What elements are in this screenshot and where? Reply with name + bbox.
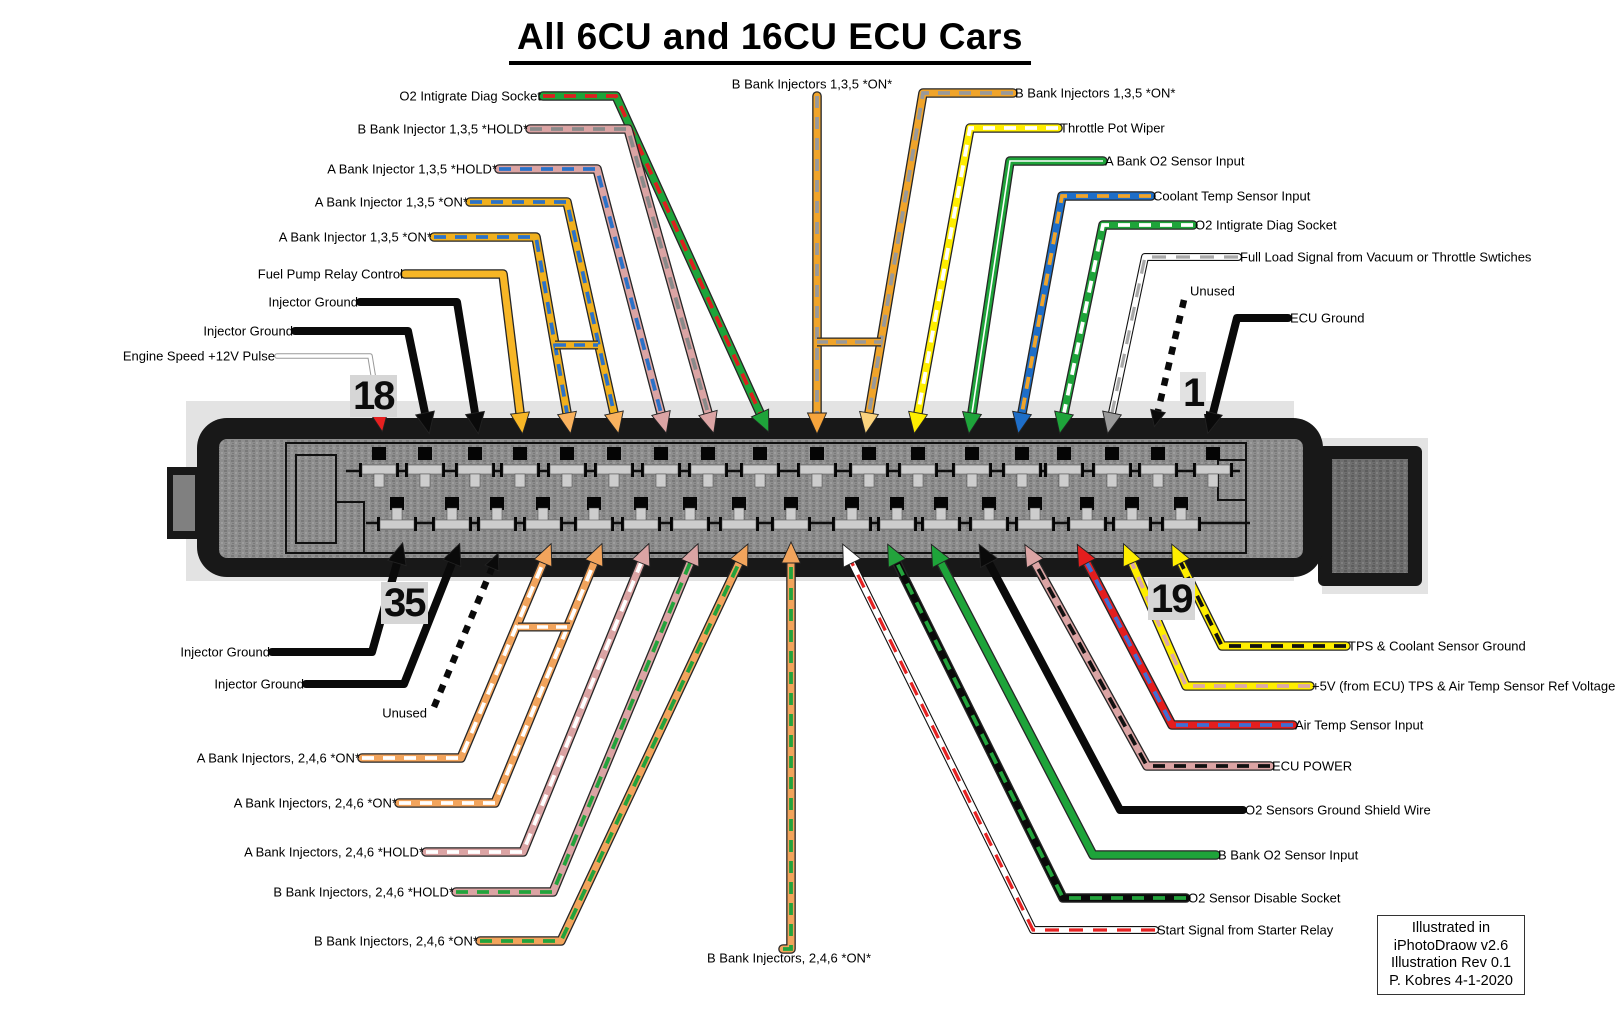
unused-bottom-wire	[431, 552, 500, 709]
full-load-signal-label: Full Load Signal from Vacuum or Throttle…	[1240, 249, 1532, 265]
a-bank-hold-246-wire	[421, 542, 651, 857]
b-bank-on-246-center-label: B Bank Injectors, 2,4,6 *ON*	[706, 950, 872, 966]
b-bank-on-246-left-wire	[475, 543, 749, 946]
b-bank-on-135-center-wire	[806, 91, 828, 436]
injector-ground-2-wire	[291, 327, 435, 435]
credit-line: Illustration Rev 0.1	[1390, 955, 1512, 971]
o2-sensor-disable-label: O2 Sensor Disable Socket	[1188, 890, 1341, 906]
injector-ground-1-wire	[356, 298, 485, 435]
b-bank-on-135-right-wire	[859, 88, 1018, 435]
air-temp-input-label: Air Temp Sensor Input	[1295, 717, 1424, 733]
ecu-ground-wire	[1203, 314, 1292, 435]
a-bank-on-135-1-label: A Bank Injector 1,3,5 *ON*	[314, 194, 468, 210]
b-bank-on-135-center-label: B Bank Injectors 1,3,5 *ON*	[731, 76, 893, 92]
b-bank-on-135-right-label: B Bank Injectors 1,3,5 *ON*	[1015, 85, 1176, 101]
tps-coolant-ground-wire	[1171, 543, 1351, 651]
injector-ground-4-label: Injector Ground	[214, 676, 304, 692]
diagram-title: All 6CU and 16CU ECU Cars	[509, 16, 1031, 65]
b-bank-on-246-left-label: B Bank Injectors, 2,4,6 *ON*	[313, 933, 478, 949]
b-bank-o2-input-wire	[930, 543, 1221, 860]
fuel-pump-relay-wire	[400, 269, 531, 435]
unused-top-label: Unused	[1190, 283, 1235, 299]
credit-line: P. Kobres 4-1-2020	[1389, 972, 1513, 989]
a-bank-hold-246-label: A Bank Injectors, 2,4,6 *HOLD*	[244, 844, 424, 860]
a-bank-on-246-1-wire	[357, 542, 553, 763]
a-bank-on-246-2-wire	[394, 542, 604, 808]
a-bank-o2-input-wire	[961, 156, 1108, 435]
a-bank-on-135-1-wire	[465, 197, 624, 435]
a-bank-on-246-2-label: A Bank Injectors, 2,4,6 *ON*	[233, 795, 397, 811]
o2-sensor-disable-wire	[887, 543, 1191, 903]
credit-line: iPhotoDraow v2.6	[1393, 937, 1509, 954]
b-bank-hold-246-label: B Bank Injectors, 2,4,6 *HOLD*	[273, 884, 454, 900]
injector-ground-2-label: Injector Ground	[203, 323, 293, 339]
a-bank-on-135-2-label: A Bank Injector 1,3,5 *ON*	[278, 229, 432, 245]
a-bank-on-135-2-wire	[429, 232, 577, 435]
b-bank-hold-135-wire	[525, 124, 718, 435]
o2-diag-socket-right-label: O2 Intigrate Diag Socket	[1195, 217, 1337, 233]
injector-ground-4-wire	[302, 542, 462, 688]
pin-number-18: 18	[350, 375, 397, 417]
pin-number-35: 35	[381, 582, 428, 624]
o2-ground-shield-wire	[978, 543, 1247, 814]
start-signal-wire	[842, 543, 1159, 934]
unused-bottom-label: Unused	[382, 705, 427, 721]
b-bank-o2-input-label: B Bank O2 Sensor Input	[1218, 847, 1359, 863]
o2-diag-socket-right-wire	[1054, 220, 1198, 435]
tps-coolant-ground-label: TPS & Coolant Sensor Ground	[1348, 638, 1526, 654]
throttle-pot-wiper-label: Throttle Pot Wiper	[1060, 120, 1165, 136]
o2-diag-socket-left-label: O2 Intigrate Diag Socket	[399, 88, 541, 104]
engine-speed-pulse-label: Engine Speed +12V Pulse	[122, 348, 275, 364]
air-temp-input-wire	[1076, 543, 1298, 730]
o2-diag-socket-left-wire	[538, 91, 770, 434]
b-bank-hold-135-label: B Bank Injector 1,3,5 *HOLD*	[357, 121, 528, 137]
injector-ground-3-label: Injector Ground	[180, 644, 270, 660]
b-bank-hold-246-wire	[451, 542, 700, 897]
pin-number-19: 19	[1148, 578, 1195, 620]
coolant-temp-input-label: Coolant Temp Sensor Input	[1153, 188, 1311, 204]
a-bank-on-246-1-label: A Bank Injectors, 2,4,6 *ON*	[196, 750, 360, 766]
pin-number-1: 1	[1180, 372, 1207, 414]
b-bank-on-246-center-wire	[778, 540, 802, 954]
a-bank-hold-135-wire	[494, 164, 671, 435]
start-signal-label: Start Signal from Starter Relay	[1157, 922, 1334, 938]
unused-top-wire	[1150, 299, 1188, 428]
credit-box: Illustrated in iPhotoDraow v2.6 Illustra…	[1377, 915, 1525, 995]
ecu-power-wire	[1024, 543, 1275, 771]
throttle-pot-wiper-wire	[908, 123, 1063, 435]
tps-ref-voltage-label: +5V (from ECU) TPS & Air Temp Sensor Ref…	[1312, 678, 1616, 694]
a-bank-o2-input-label: A Bank O2 Sensor Input	[1105, 153, 1245, 169]
ecu-ground-label: ECU Ground	[1290, 310, 1365, 326]
coolant-temp-input-wire	[1012, 191, 1156, 435]
full-load-signal-wire	[1102, 253, 1242, 435]
fuel-pump-relay-label: Fuel Pump Relay Control	[257, 266, 403, 282]
o2-ground-shield-label: O2 Sensors Ground Shield Wire	[1245, 802, 1431, 818]
credit-line: Illustrated in	[1411, 920, 1491, 936]
injector-ground-1-label: Injector Ground	[268, 294, 358, 310]
a-bank-hold-135-label: A Bank Injector 1,3,5 *HOLD*	[327, 161, 497, 177]
ecu-power-label: ECU POWER	[1272, 758, 1353, 774]
